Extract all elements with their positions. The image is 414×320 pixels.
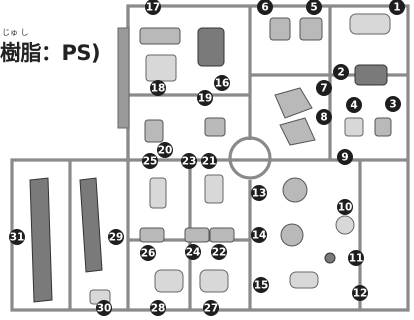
badge-circle <box>251 227 267 243</box>
part-number-badge: 14 <box>251 227 267 243</box>
part-number-badge: 17 <box>145 0 161 15</box>
material-ruby-text: じゅ し <box>2 28 29 37</box>
part-number-badge: 1 <box>389 0 405 15</box>
part-number-badge: 18 <box>150 80 166 96</box>
badge-circle <box>150 300 166 316</box>
badge-number: 15 <box>254 280 269 292</box>
badge-number: 6 <box>261 2 268 14</box>
badge-number: 21 <box>202 156 217 168</box>
badge-circle <box>346 97 362 113</box>
part-number-badge: 25 <box>142 153 158 169</box>
badge-number: 17 <box>146 2 161 14</box>
badge-number: 11 <box>349 253 364 265</box>
part-number-badge: 16 <box>214 75 230 91</box>
part-number-badge: 23 <box>181 153 197 169</box>
part-number-badge: 24 <box>185 244 201 260</box>
part-number-badge: 7 <box>316 80 332 96</box>
badge-circle <box>333 64 349 80</box>
badge-number: 9 <box>341 152 348 164</box>
badge-circle <box>150 80 166 96</box>
part-number-badge: 3 <box>385 96 401 112</box>
part-number-badge: 21 <box>201 153 217 169</box>
badge-number: 22 <box>212 247 227 259</box>
part-number-badge: 31 <box>9 229 25 245</box>
part-number-badges: 1234567891011121314151617181920212223242… <box>9 0 405 316</box>
badge-number: 1 <box>393 2 400 14</box>
badge-circle <box>251 185 267 201</box>
part-number-badge: 19 <box>197 90 213 106</box>
part-number-badge: 10 <box>337 199 353 215</box>
part-number-badge: 27 <box>203 300 219 316</box>
badge-number: 19 <box>198 93 213 105</box>
badge-number: 23 <box>182 156 197 168</box>
badge-number: 13 <box>252 188 267 200</box>
part-number-badge: 22 <box>211 244 227 260</box>
badge-circle <box>389 0 405 15</box>
badge-number: 12 <box>353 288 368 300</box>
badge-circle <box>203 300 219 316</box>
part-number-badge: 12 <box>352 285 368 301</box>
part-number-badge: 11 <box>348 250 364 266</box>
badge-number: 7 <box>320 83 327 95</box>
badge-number: 28 <box>151 303 166 315</box>
badge-circle <box>140 245 156 261</box>
badge-circle <box>145 0 161 15</box>
part-number-badge: 28 <box>150 300 166 316</box>
badge-number: 24 <box>186 247 201 259</box>
part-number-badge: 2 <box>333 64 349 80</box>
badge-circle <box>348 250 364 266</box>
badge-number: 26 <box>141 248 156 260</box>
badge-circle <box>385 96 401 112</box>
badge-circle <box>9 229 25 245</box>
part-number-badge: 26 <box>140 245 156 261</box>
badge-circle <box>201 153 217 169</box>
badge-circle <box>211 244 227 260</box>
part-number-badge: 29 <box>108 229 124 245</box>
badge-number: 14 <box>252 230 267 242</box>
part-number-badge: 4 <box>346 97 362 113</box>
badge-number: 25 <box>143 156 158 168</box>
part-number-badge: 8 <box>316 109 332 125</box>
badge-circle <box>316 109 332 125</box>
badge-circle <box>253 277 269 293</box>
badge-number: 20 <box>158 145 173 157</box>
badge-circle <box>197 90 213 106</box>
badge-circle <box>316 80 332 96</box>
badge-circle <box>96 300 112 316</box>
badge-circle <box>181 153 197 169</box>
badge-circle <box>157 142 173 158</box>
badge-number: 10 <box>338 202 353 214</box>
badge-number: 29 <box>109 232 124 244</box>
badge-circle <box>352 285 368 301</box>
badge-circle <box>337 199 353 215</box>
badge-circle <box>214 75 230 91</box>
part-number-badge: 20 <box>157 142 173 158</box>
badge-circle <box>337 149 353 165</box>
part-number-badge: 30 <box>96 300 112 316</box>
part-number-badge: 15 <box>253 277 269 293</box>
badge-circle <box>185 244 201 260</box>
badge-number: 8 <box>320 112 327 124</box>
badge-circle <box>108 229 124 245</box>
badge-number: 4 <box>350 100 357 112</box>
material-label: 樹脂：PS) <box>0 41 101 65</box>
parts <box>29 13 392 305</box>
badge-number: 18 <box>151 83 166 95</box>
part-number-badge: 9 <box>337 149 353 165</box>
badge-number: 16 <box>215 78 230 90</box>
badge-circle <box>257 0 273 15</box>
part-number-badge: 13 <box>251 185 267 201</box>
badge-number: 30 <box>97 303 112 315</box>
part-number-badge: 5 <box>306 0 322 15</box>
badge-circle <box>142 153 158 169</box>
badge-number: 3 <box>389 99 396 111</box>
badge-number: 27 <box>204 303 219 315</box>
badge-number: 5 <box>310 2 317 14</box>
badge-number: 2 <box>337 67 344 79</box>
badge-number: 31 <box>10 232 25 244</box>
part-number-badge: 6 <box>257 0 273 15</box>
badge-circle <box>306 0 322 15</box>
